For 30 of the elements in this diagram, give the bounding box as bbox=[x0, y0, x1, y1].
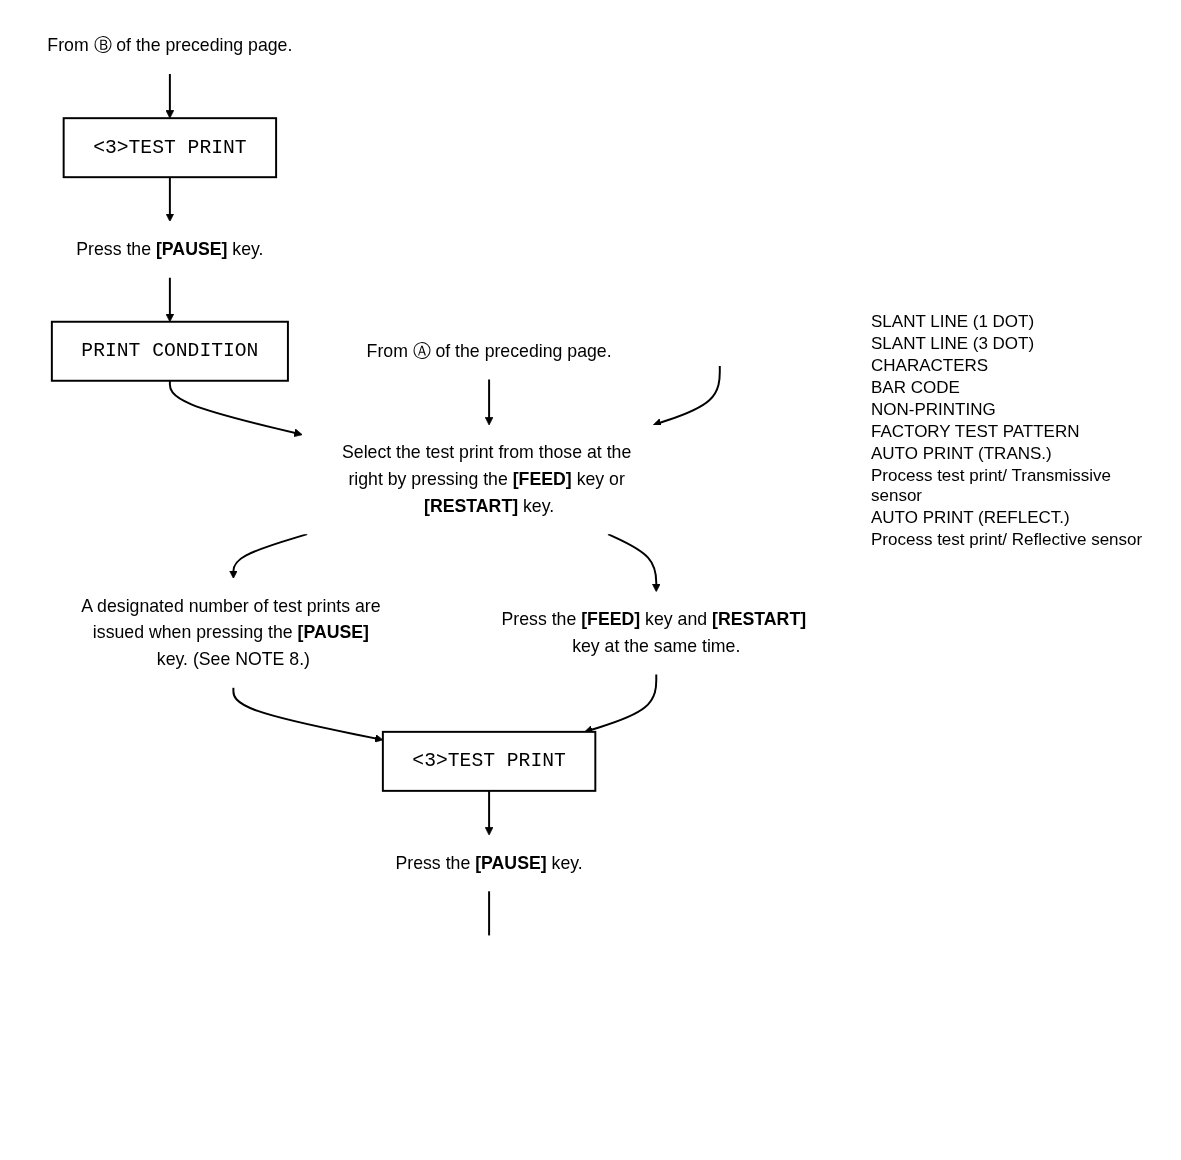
arrow bbox=[165, 72, 175, 119]
list-item: SLANT LINE (3 DOT) bbox=[871, 334, 1036, 354]
node-text: A designated number of test prints are issued when pressing the [PAUSE] key. (See NOTE 8.) bbox=[81, 596, 381, 669]
arrow bbox=[165, 276, 175, 323]
arrow bbox=[484, 789, 494, 836]
arrow bbox=[484, 378, 494, 426]
list-item: SLANT LINE (1 DOT) bbox=[871, 312, 1036, 332]
node-box: <3>TEST PRINT bbox=[62, 117, 278, 179]
arrow bbox=[652, 365, 721, 427]
node-box: PRINT CONDITION bbox=[50, 320, 289, 382]
arrow bbox=[168, 379, 303, 438]
list-item: Process test print/ Reflective sensor bbox=[871, 530, 1144, 550]
node-text: Press the [PAUSE] key. bbox=[395, 852, 583, 873]
node-text: Press the [PAUSE] key. bbox=[76, 239, 264, 259]
list-item: BAR CODE bbox=[871, 378, 961, 398]
list-item: AUTO PRINT (REFLECT.) bbox=[871, 508, 1071, 528]
node-text: From Ⓐ of the preceding page. bbox=[366, 340, 612, 361]
node-text: Press the [FEED] key and [RESTART] key at the same time. bbox=[501, 609, 807, 656]
node-text: Select the test print from those at the right by pressing the [FEED] key or [RESTART] key. bbox=[341, 442, 632, 516]
connector bbox=[488, 890, 491, 937]
arrow bbox=[165, 176, 175, 222]
list-item: AUTO PRINT (TRANS.) bbox=[871, 444, 1053, 464]
list-item: CHARACTERS bbox=[871, 356, 990, 376]
arrow bbox=[229, 533, 309, 579]
list-item: Process test print/ Transmissive sensor bbox=[871, 466, 1112, 506]
list-item: FACTORY TEST PATTERN bbox=[871, 422, 1081, 442]
list-item: NON-PRINTING bbox=[871, 400, 997, 420]
arrow bbox=[607, 533, 661, 593]
node-box: <3>TEST PRINT bbox=[381, 730, 597, 792]
node-text: From Ⓑ of the preceding page. bbox=[47, 35, 293, 56]
